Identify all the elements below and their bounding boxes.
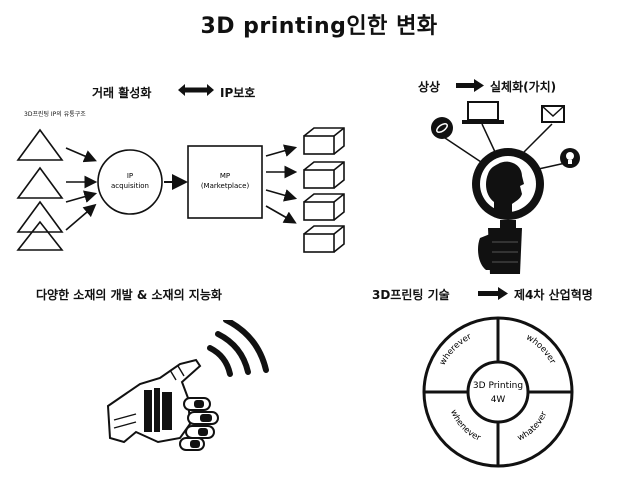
mp-line2-text: (Marketplace) bbox=[201, 182, 250, 190]
ip-line1-text: IP bbox=[127, 172, 133, 180]
mp-line1-text: MP bbox=[220, 172, 230, 180]
materialization-label: 실체화(가치) bbox=[490, 80, 557, 94]
signal-wave bbox=[223, 320, 269, 373]
magnifier-handle bbox=[488, 228, 522, 274]
ip-distribution-subtitle: 3D프린팅 IP의 유통구조 bbox=[24, 111, 86, 118]
triangle-shape bbox=[16, 166, 64, 199]
signal-wave bbox=[207, 345, 233, 377]
right-arrow-icon bbox=[456, 79, 484, 92]
ip-distribution-diagram: IP acquisition MP (Marketplace) bbox=[16, 127, 345, 253]
trade-activation-label: 거래 활성화 bbox=[92, 86, 152, 100]
segment-whatever: whatever bbox=[516, 410, 550, 444]
marketplace-box bbox=[187, 145, 263, 219]
head-silhouette bbox=[486, 161, 524, 212]
4w-wheel-diagram: wherever whoever whenever whatever 3D Pr… bbox=[422, 316, 574, 468]
fourth-industrial-revolution-label: 제4차 산업혁명 bbox=[514, 288, 593, 302]
right-arrow-icon bbox=[478, 287, 508, 300]
materials-heading: 다양한 소재의 개발 & 소재의 지능화 bbox=[36, 288, 222, 302]
mail-icon bbox=[541, 105, 565, 123]
double-arrow-icon bbox=[178, 84, 214, 96]
pill-icon bbox=[431, 117, 453, 139]
segment-wherever: wherever bbox=[438, 332, 474, 368]
page-title: 3D printing인한 변화 bbox=[200, 14, 438, 39]
smart-glove-illustration bbox=[106, 320, 269, 451]
sensor-band bbox=[144, 388, 172, 432]
wheel-center-line1: 3D Printing bbox=[473, 381, 523, 391]
cube-shape bbox=[303, 225, 345, 253]
idea-head-illustration bbox=[431, 101, 580, 274]
wheel-center-line2: 4W bbox=[491, 395, 506, 405]
ip-acquisition-circle bbox=[97, 149, 163, 215]
cube-shape bbox=[303, 127, 345, 155]
triangle-shape bbox=[16, 128, 64, 161]
segment-whoever: whoever bbox=[524, 333, 557, 367]
cube-shape bbox=[303, 193, 345, 221]
cube-shape bbox=[303, 161, 345, 189]
laptop-icon bbox=[462, 101, 504, 124]
inner-ring bbox=[466, 360, 530, 424]
imagination-label: 상상 bbox=[418, 80, 441, 94]
signal-wave bbox=[215, 331, 251, 375]
ip-protection-label: IP보호 bbox=[220, 86, 256, 100]
ip-line2-text: acquisition bbox=[111, 182, 149, 190]
3d-printing-tech-label: 3D프린팅 기술 bbox=[372, 288, 450, 302]
triangle-shape bbox=[16, 220, 64, 251]
magnifier-neck bbox=[500, 220, 516, 228]
triangle-shape bbox=[16, 200, 64, 233]
